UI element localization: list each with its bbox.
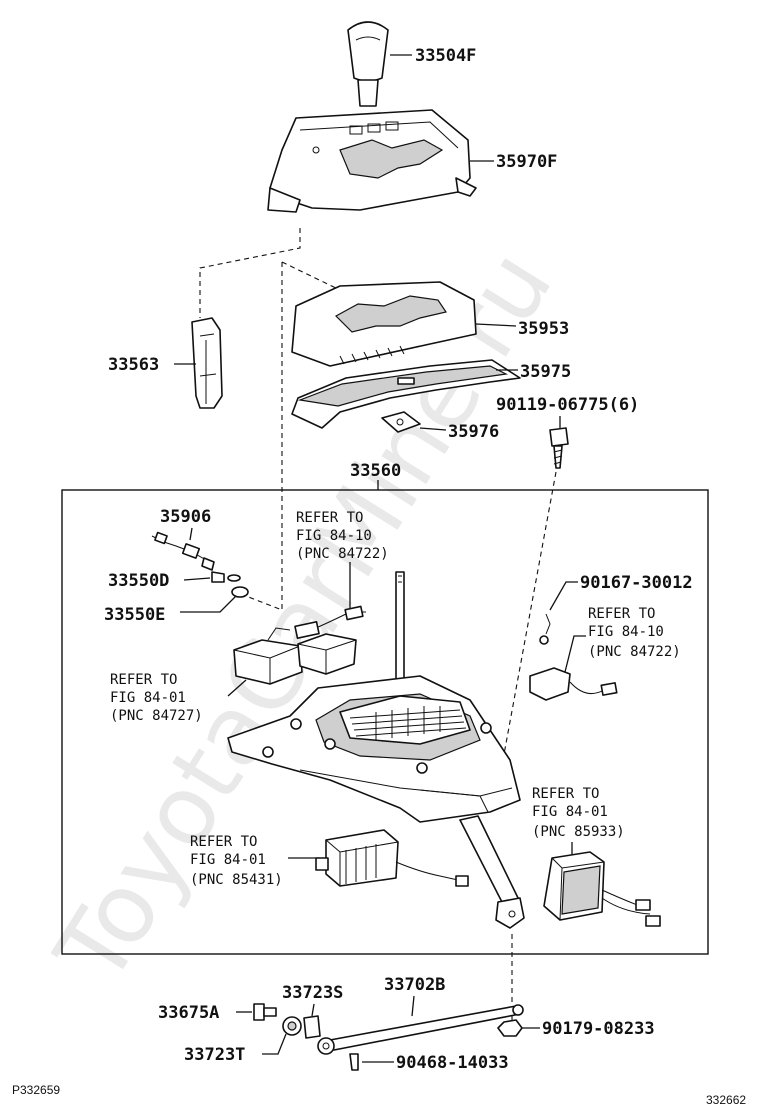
svg-text:(PNC 84722): (PNC 84722) (588, 644, 681, 660)
svg-text:FIG 84-10: FIG 84-10 (296, 528, 372, 544)
svg-text:REFER TO: REFER TO (532, 786, 599, 802)
svg-text:FIG 84-01: FIG 84-01 (190, 852, 266, 868)
svg-text:FIG 84-01: FIG 84-01 (532, 804, 608, 820)
svg-text:REFER TO: REFER TO (110, 672, 177, 688)
shift-lever-base-drawing (227, 571, 525, 929)
svg-text:(PNC 84722): (PNC 84722) (296, 546, 389, 562)
svg-text:(PNC 85431): (PNC 85431) (190, 872, 283, 888)
part-label-slide-cover-clip[interactable]: 35976 (448, 422, 499, 442)
guide-line-indicator (281, 261, 341, 291)
svg-text:FIG 84-10: FIG 84-10 (588, 624, 664, 640)
svg-text:REFER TO: REFER TO (588, 606, 655, 622)
part-label-bolt-pin[interactable]: 33675A (158, 1003, 219, 1023)
part-label-clip[interactable]: 90468-14033 (396, 1053, 509, 1073)
reference-note-2: REFER TO FIG 84-10 (PNC 84722) (588, 606, 681, 660)
reference-note-5: REFER TO FIG 84-01 (PNC 85431) (190, 834, 283, 888)
shift-lever-stop-drawing (174, 317, 223, 409)
part-label-knob-switch-e[interactable]: 33550E (104, 605, 165, 625)
bushing-s-drawing (303, 1015, 321, 1039)
bolt-upper-drawing (539, 581, 578, 645)
part-label-knob[interactable]: 33504F (415, 46, 476, 66)
svg-text:REFER TO: REFER TO (190, 834, 257, 850)
footer-right-code: 332662 (706, 1093, 746, 1107)
guide-line-33563 (199, 228, 301, 318)
part-label-control-rod[interactable]: 33702B (384, 975, 445, 995)
bushing-t-drawing (282, 1016, 302, 1036)
reference-note-1: REFER TO FIG 84-10 (PNC 84722) (296, 510, 389, 562)
guide-line-assy-left (245, 262, 283, 611)
part-label-lever-sub-part[interactable]: 35906 (160, 507, 211, 527)
reference-note-3: REFER TO FIG 84-01 (PNC 84727) (110, 672, 203, 724)
part-label-bushing-t[interactable]: 33723T (184, 1045, 245, 1065)
screw-drawing (549, 416, 569, 469)
part-label-slide-cover[interactable]: 35975 (520, 362, 571, 382)
footer-left-code: P332659 (12, 1083, 60, 1097)
part-label-shift-lever-stop[interactable]: 33563 (108, 355, 159, 375)
assy-boundary-box (61, 489, 709, 955)
reference-leader-3 (227, 679, 247, 697)
part-label-knob-switch-d[interactable]: 33550D (108, 571, 169, 591)
slide-cover-drawing (291, 359, 521, 429)
switch-bracket-drawing (529, 635, 618, 701)
solenoid-drawing (315, 829, 469, 887)
computer-unit-drawing (543, 851, 661, 927)
clip-drawing (349, 1053, 394, 1071)
nut-drawing (497, 1019, 540, 1037)
bushing-t-leader (262, 1033, 287, 1055)
knob-switch-e-drawing (180, 586, 249, 613)
bolt-pin-drawing (253, 1003, 277, 1021)
position-indicator-drawing (291, 281, 517, 367)
indicator-housing-drawing (267, 109, 494, 213)
part-label-bushing-s[interactable]: 33723S (282, 983, 343, 1003)
reference-note-4: REFER TO FIG 84-01 (PNC 85933) (532, 786, 625, 840)
part-label-screw[interactable]: 90119-06775(6) (496, 395, 639, 415)
svg-text:REFER TO: REFER TO (296, 510, 363, 526)
lever-sub-part-drawing (151, 527, 215, 571)
svg-text:(PNC 85933): (PNC 85933) (532, 824, 625, 840)
guide-line-screw (499, 471, 557, 777)
svg-text:(PNC 84727): (PNC 84727) (110, 708, 203, 724)
control-rod-drawing (317, 1004, 524, 1055)
part-label-shift-lever-assy[interactable]: 33560 (350, 461, 401, 481)
part-label-position-indicator[interactable]: 35953 (518, 319, 569, 339)
part-label-nut[interactable]: 90179-08233 (542, 1019, 655, 1039)
slide-cover-clip-drawing (381, 411, 447, 433)
knob-switch-d-drawing (183, 571, 241, 583)
part-label-bolt-upper[interactable]: 90167-30012 (580, 573, 693, 593)
part-label-indicator-housing[interactable]: 35970F (496, 152, 557, 172)
svg-text:FIG 84-01: FIG 84-01 (110, 690, 186, 706)
shift-knob-drawing (347, 21, 412, 107)
connector-module-drawing (233, 605, 366, 685)
